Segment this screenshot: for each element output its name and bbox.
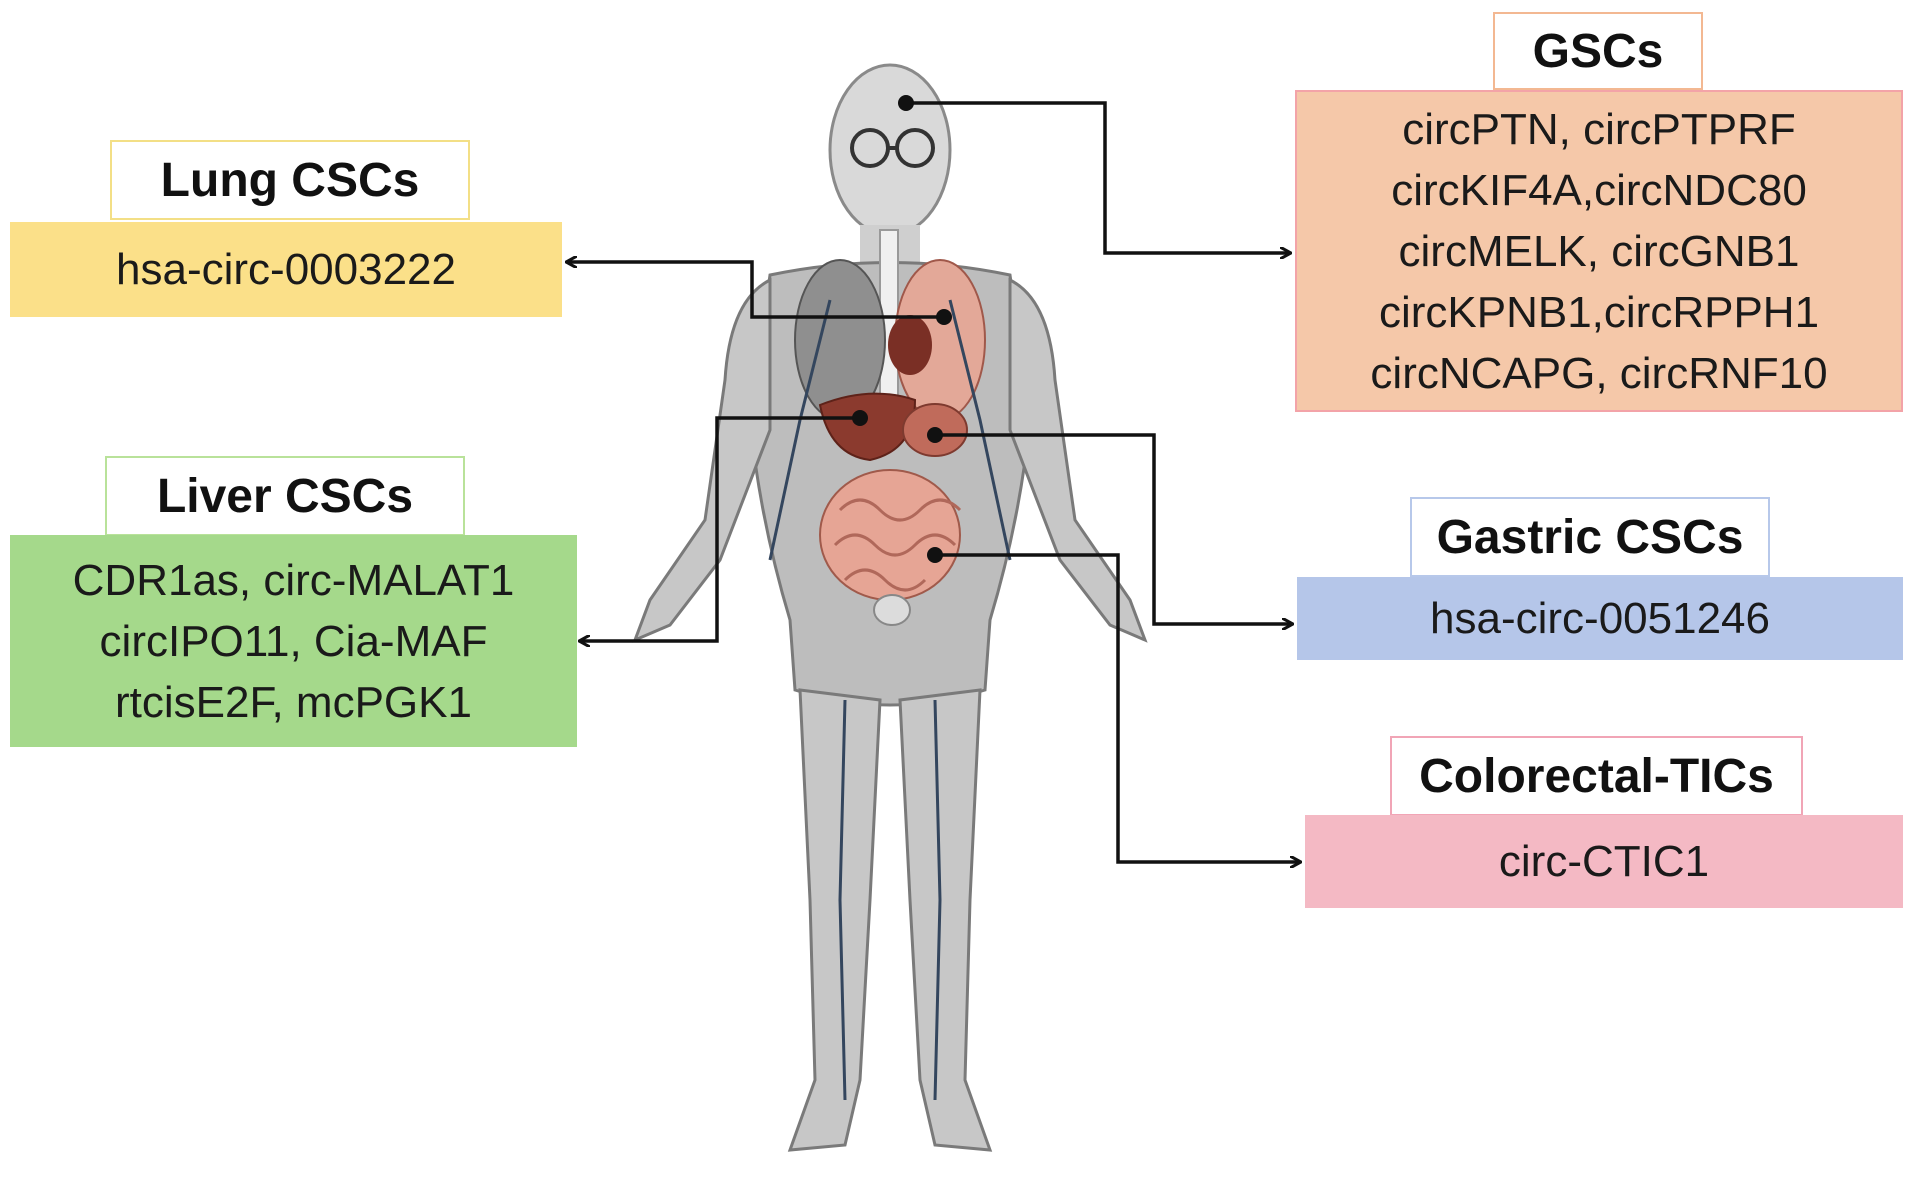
liver-cscs-list: CDR1as, circ-MALAT1 circIPO11, Cia-MAF r… [10, 535, 577, 747]
gscs-list: circPTN, circPTPRF circKIF4A,circNDC80 c… [1295, 90, 1903, 412]
human-silhouette [632, 63, 1148, 1152]
brain-dot [898, 95, 914, 111]
liver-dot [852, 410, 868, 426]
colorectal-tics-title: Colorectal-TICs [1390, 736, 1803, 816]
list-item: circPTN, circPTPRF [1402, 104, 1796, 154]
list-item: circNCAPG, circRNF10 [1370, 348, 1828, 398]
list-item: circ-CTIC1 [1498, 837, 1710, 886]
stomach-dot [927, 427, 943, 443]
gscs-title: GSCs [1493, 12, 1703, 90]
list-item: hsa-circ-0051246 [1430, 594, 1770, 643]
connector-colorectal [935, 553, 1300, 862]
gastric-cscs-title: Gastric CSCs [1410, 497, 1770, 577]
list-item: circKIF4A,circNDC80 [1391, 165, 1807, 215]
list-item: hsa-circ-0003222 [116, 245, 456, 294]
connector-liver [580, 416, 860, 641]
liver-cscs-title: Liver CSCs [105, 456, 465, 536]
connector-gsc [906, 101, 1290, 253]
list-item: CDR1as, circ-MALAT1 [72, 555, 515, 605]
connector-gastric [935, 433, 1292, 624]
connectors [567, 101, 1300, 862]
lung-dot [936, 309, 952, 325]
list-item: circIPO11, Cia-MAF [99, 616, 488, 666]
colorectal-tics-list: circ-CTIC1 [1305, 815, 1903, 908]
gastric-cscs-list: hsa-circ-0051246 [1297, 577, 1903, 660]
list-item: circMELK, circGNB1 [1398, 226, 1800, 276]
connector-dots [852, 95, 952, 563]
list-item: rtcisE2F, mcPGK1 [115, 677, 472, 727]
connector-lung [567, 262, 944, 319]
list-item: circKPNB1,circRPPH1 [1378, 287, 1820, 337]
intestine-dot [927, 547, 943, 563]
lung-cscs-title: Lung CSCs [110, 140, 470, 220]
lung-cscs-list: hsa-circ-0003222 [10, 222, 562, 317]
